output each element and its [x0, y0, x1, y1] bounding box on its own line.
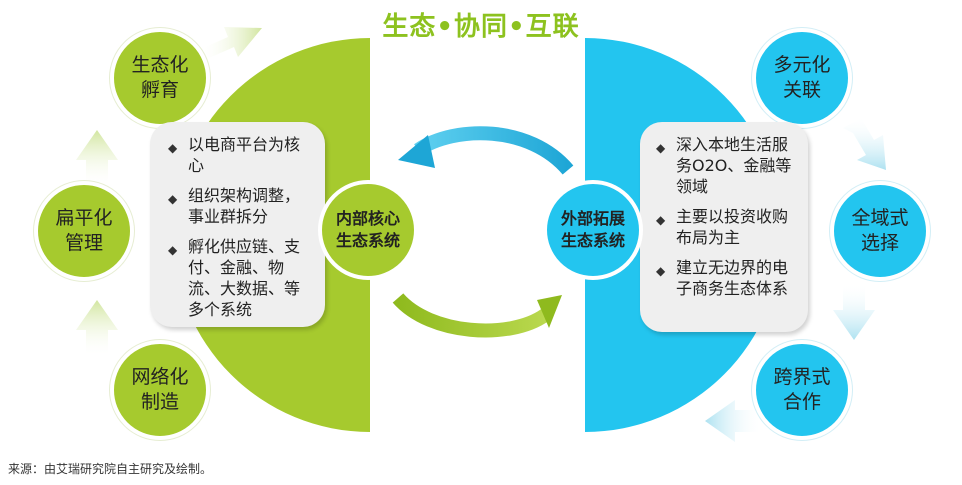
diamond-bullet-icon: ◆: [656, 141, 666, 155]
step-flat-management: 扁平化 管理: [34, 181, 134, 281]
step-crossover-cooperation: 跨界式 合作: [752, 340, 852, 440]
left-bullet-list: ◆以电商平台为核心 ◆组织架构调整，事业群拆分 ◆孵化供应链、支付、金融、物流、…: [168, 134, 315, 320]
left-bullet-item: ◆孵化供应链、支付、金融、物流、大数据、等多个系统: [168, 237, 301, 319]
curve-arrow-top-head: [398, 135, 435, 168]
arrow-left-bottom: [705, 400, 760, 442]
step-diversified-association: 多元化 关联: [752, 28, 852, 128]
diamond-bullet-icon: ◆: [168, 243, 178, 257]
diamond-bullet-icon: ◆: [656, 213, 666, 227]
arrow-down-right-upper: [843, 118, 886, 170]
left-bullet-item: ◆组织架构调整，事业群拆分: [168, 186, 301, 226]
right-bullet-item: ◆主要以投资收购布局为主: [656, 207, 789, 247]
right-bullet-item: ◆深入本地生活服务O2O、金融等领域: [656, 135, 792, 196]
step-full-domain-selection: 全域式 选择: [830, 181, 930, 281]
left-bullet-item: ◆以电商平台为核心: [168, 135, 301, 175]
diamond-bullet-icon: ◆: [656, 264, 666, 278]
curve-arrow-top: [414, 126, 574, 175]
external-core-ecosystem: 外部拓展 生态系统: [543, 180, 643, 280]
diagram-title: 生态•协同•互联: [382, 12, 580, 42]
step-eco-incubation: 生态化 孵育: [110, 28, 210, 128]
arrow-right-top: [203, 27, 262, 58]
right-bullet-item: ◆建立无边界的电子商务生态体系: [656, 258, 789, 298]
diamond-bullet-icon: ◆: [168, 192, 178, 206]
right-bullet-list: ◆深入本地生活服务O2O、金融等领域 ◆主要以投资收购布局为主 ◆建立无边界的电…: [656, 134, 798, 299]
curve-arrow-bottom: [392, 293, 550, 338]
right-bullet-panel: ◆深入本地生活服务O2O、金融等领域 ◆主要以投资收购布局为主 ◆建立无边界的电…: [640, 122, 808, 332]
arrow-up-left-lower: [76, 300, 118, 355]
source-note: 来源：由艾瑞研究院自主研究及绘制。: [8, 462, 213, 476]
arrow-down-right-lower: [833, 285, 875, 340]
diamond-bullet-icon: ◆: [168, 141, 178, 155]
left-bullet-panel: ◆以电商平台为核心 ◆组织架构调整，事业群拆分 ◆孵化供应链、支付、金融、物流、…: [150, 122, 325, 327]
internal-core-ecosystem: 内部核心 生态系统: [318, 180, 418, 280]
step-network-manufacturing: 网络化 制造: [110, 340, 210, 440]
curve-arrow-bottom-head: [537, 295, 562, 328]
arrow-up-left-upper: [76, 130, 118, 185]
